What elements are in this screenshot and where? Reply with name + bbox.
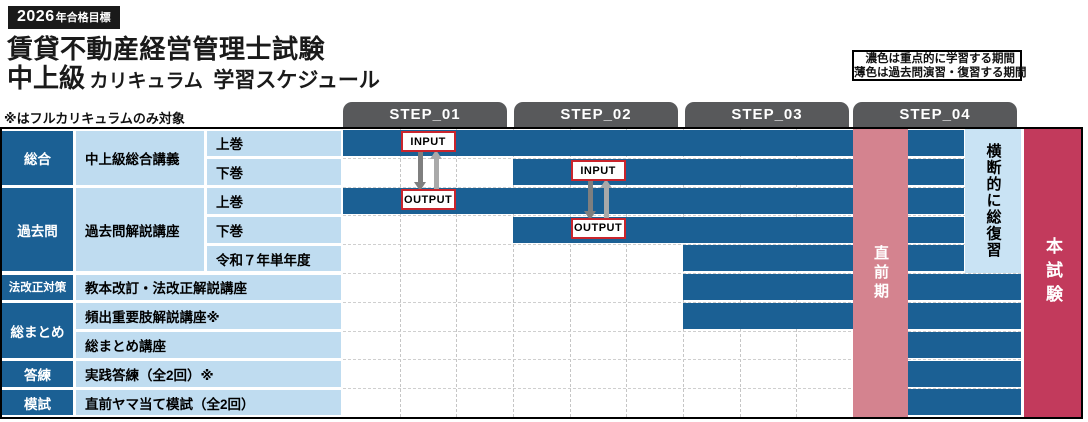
category-cell-答練: 答練	[2, 360, 73, 387]
schedule-table-body: 直前期 横断的に総復習 本試験 総合過去問法改正対策総まとめ答練模試 中上級総合講…	[2, 129, 1081, 417]
page-subtitle: 中上級 カリキュラム 学習スケジュール	[7, 58, 380, 95]
category-cell-総まとめ: 総まとめ	[2, 303, 73, 358]
arrow-down-icon	[583, 210, 596, 220]
review-column: 横断的に総復習	[965, 129, 1021, 273]
grid-hline	[343, 330, 1021, 332]
step-header-2: STEP_02	[514, 102, 678, 127]
exam-column-label: 本試験	[1043, 237, 1062, 309]
arrow-up-icon	[599, 179, 612, 189]
legend-box: 濃色は重点的に学習する期間 薄色は過去問演習・復習する期間	[852, 50, 1027, 81]
course-cell-教本改訂・法改正解説講座: 教本改訂・法改正解説講座	[76, 274, 341, 301]
legend-line-dark: 濃色は重点的に学習する期間	[865, 53, 1016, 65]
tail-bar	[908, 303, 1021, 330]
gantt-bar	[512, 216, 853, 243]
step-header-3: STEP_03	[685, 102, 849, 127]
step-header-1: STEP_01	[343, 102, 507, 127]
grid-hline	[343, 301, 1021, 303]
sub-cell-下巻: 下巻	[207, 216, 341, 243]
tail-bar	[908, 187, 964, 214]
course-cell-中上級総合講義: 中上級総合講義	[76, 130, 204, 186]
grid-hline	[343, 273, 1021, 274]
sub-cell-下巻: 下巻	[207, 159, 341, 186]
grid-hline	[343, 388, 1021, 390]
grid-hline	[343, 359, 1021, 361]
sub-cell-上巻: 上巻	[207, 188, 341, 214]
tail-bar	[908, 130, 964, 157]
course-cell-頻出重要肢解説講座※: 頻出重要肢解説講座※	[76, 303, 341, 330]
category-cell-模試: 模試	[2, 389, 73, 416]
legend-line-light: 薄色は過去問演習・復習する期間	[854, 66, 1027, 79]
course-cell-実践答練（全2回）※: 実践答練（全2回）※	[76, 360, 341, 387]
arrow-down-icon	[587, 179, 593, 212]
schedule-table: 直前期 横断的に総復習 本試験 総合過去問法改正対策総まとめ答練模試 中上級総合講…	[0, 127, 1083, 419]
pre-exam-period-column: 直前期	[853, 129, 908, 417]
course-cell-総まとめ講座: 総まとめ講座	[76, 332, 341, 358]
page-title: 賃貸不動産経営管理士試験	[7, 34, 326, 64]
arrow-up-icon	[603, 187, 609, 220]
tail-bar	[908, 360, 1021, 387]
tail-bar	[908, 216, 964, 243]
badge-label: 年合格目標	[55, 12, 111, 24]
gantt-bar	[682, 274, 853, 301]
grid-hline	[343, 215, 1021, 217]
gantt-bar	[682, 245, 853, 272]
subtitle-curriculum: カリキュラム	[89, 71, 203, 92]
step-header-4: STEP_04	[853, 102, 1017, 127]
category-cell-過去問: 過去問	[2, 188, 73, 272]
gantt-bar	[682, 303, 853, 330]
io-box-output: OUTPUT	[400, 189, 456, 210]
category-cell-法改正対策: 法改正対策	[2, 274, 73, 301]
fullcurriculum-note: ※はフルカリキュラムのみ対象	[4, 111, 185, 126]
course-cell-過去問解説講座: 過去問解説講座	[76, 188, 204, 272]
arrow-down-icon	[417, 150, 423, 183]
subtitle-schedule: 学習スケジュール	[213, 69, 380, 92]
arrow-up-icon	[429, 150, 442, 160]
tail-bar	[908, 245, 964, 272]
grid-hline	[343, 157, 1021, 159]
arrow-up-icon	[433, 158, 439, 191]
tail-bar	[908, 389, 1021, 416]
course-cell-直前ヤマ当て模試（全2回）: 直前ヤマ当て模試（全2回）	[76, 389, 341, 416]
review-column-label: 横断的に総復習	[984, 143, 1002, 259]
sub-cell-上巻: 上巻	[207, 130, 341, 157]
gantt-bar	[512, 159, 853, 186]
tail-bar	[908, 159, 964, 186]
exam-column: 本試験	[1024, 129, 1081, 417]
tail-bar	[908, 331, 1021, 358]
grid-hline	[343, 244, 1021, 246]
grid-hline	[343, 186, 1021, 188]
sub-cell-令和７年単年度: 令和７年単年度	[207, 245, 341, 272]
pre-exam-period-label: 直前期	[872, 244, 889, 302]
tail-bar	[908, 274, 1021, 301]
io-box-input: INPUT	[570, 160, 626, 182]
subtitle-level: 中上級	[7, 63, 86, 93]
io-box-input: INPUT	[400, 131, 456, 153]
year-goal-badge: 2026 年合格目標	[8, 6, 120, 29]
io-box-output: OUTPUT	[570, 217, 626, 239]
arrow-down-icon	[413, 182, 426, 191]
category-cell-総合: 総合	[2, 130, 73, 186]
badge-year: 2026	[17, 8, 55, 25]
